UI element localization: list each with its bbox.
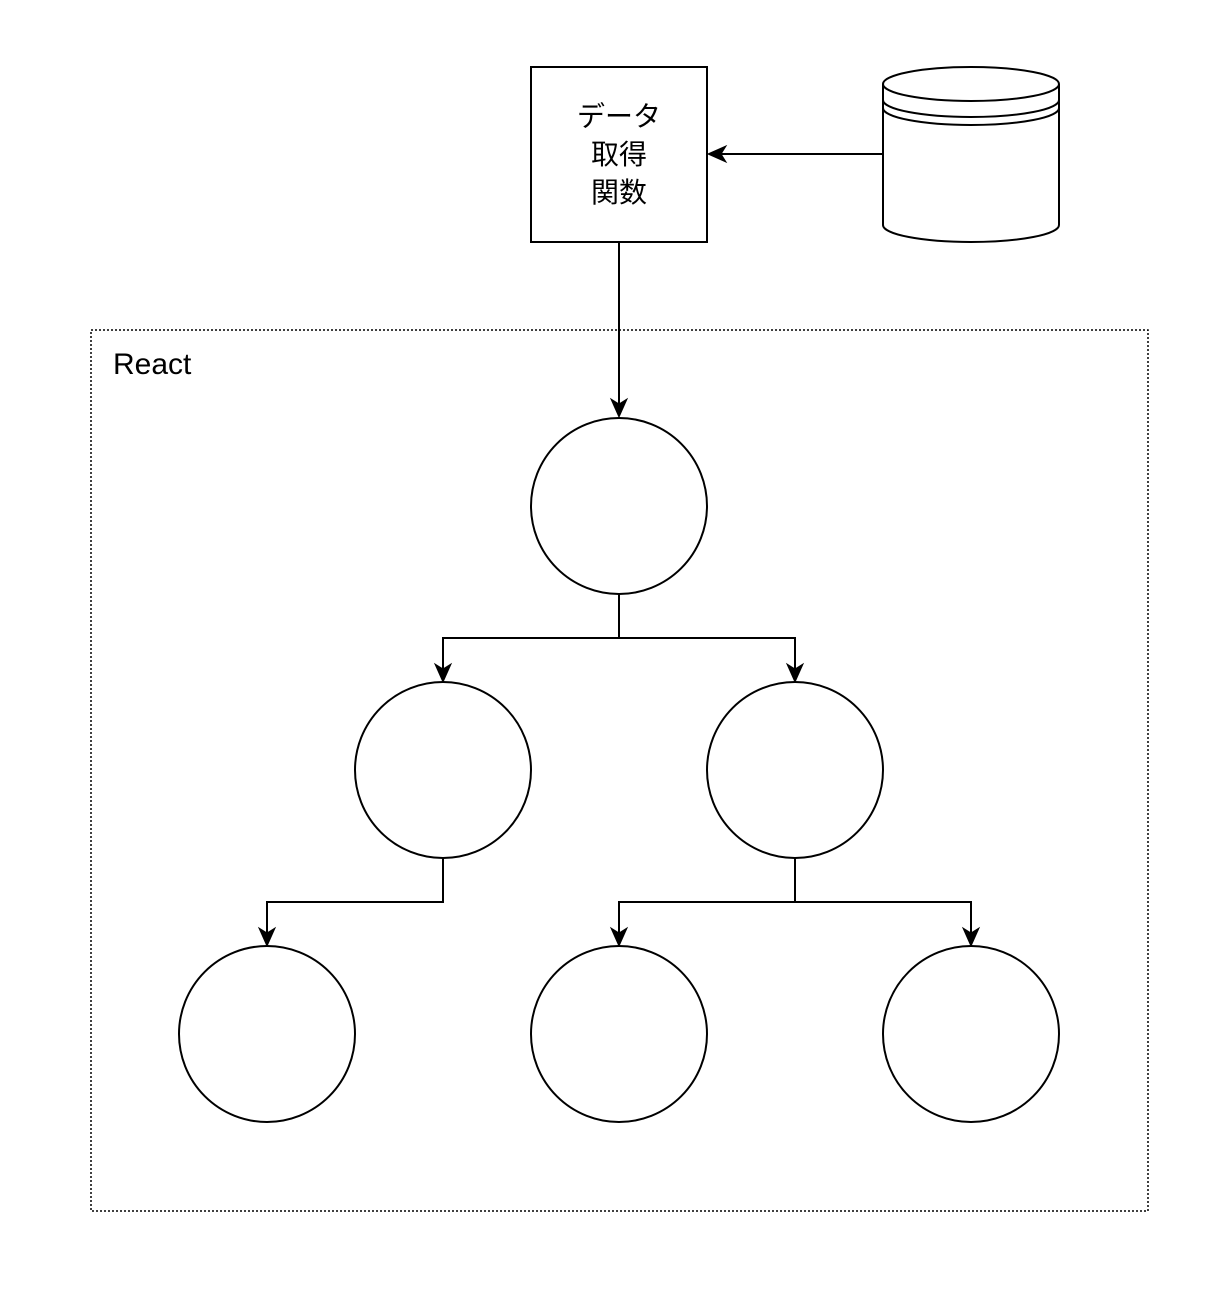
tree-edge-line: [618, 858, 796, 933]
arrow-down-icon: [609, 926, 629, 948]
component-node-right-child: [706, 681, 884, 859]
tree-edge-root-right: [619, 637, 805, 684]
component-node-left-child: [354, 681, 532, 859]
tree-edge-root-left: [433, 594, 620, 684]
function-box-line-2: 取得: [591, 138, 647, 171]
data-fetch-function-box: データ 取得 関数: [530, 66, 708, 243]
arrow-down-icon: [785, 662, 805, 684]
function-box-border: [530, 66, 708, 243]
arrow-left-icon: [706, 144, 728, 164]
function-box-line-3: 関数: [591, 176, 647, 209]
tree-edge-right-grandchild-1: [609, 858, 796, 948]
arrow-down-icon: [961, 926, 981, 948]
component-node-left-grandchild: [178, 945, 356, 1123]
tree-edge-line: [795, 901, 972, 933]
database-body: [882, 84, 1060, 243]
arrow-down-icon: [257, 926, 277, 948]
component-node-right-grandchild-1: [530, 945, 708, 1123]
database-ring-1: [882, 99, 1060, 118]
database-cylinder-icon: [882, 66, 1060, 243]
flow-function-to-root: [609, 242, 629, 419]
tree-edge-right-grandchild-2: [795, 901, 981, 948]
function-box-line-1: データ: [577, 100, 661, 133]
tree-edge-line: [266, 858, 444, 933]
tree-edge-line: [619, 637, 796, 669]
component-node-root: [530, 417, 708, 595]
component-node-right-grandchild-2: [882, 945, 1060, 1123]
react-container-label: React: [113, 348, 192, 381]
arrow-down-icon: [609, 397, 629, 419]
database-ring-2: [882, 107, 1060, 126]
flow-database-to-function: [706, 144, 883, 164]
tree-edge-line: [442, 594, 620, 669]
tree-edge-left-grandchild: [257, 858, 444, 948]
database-top: [882, 66, 1060, 102]
arrow-down-icon: [433, 662, 453, 684]
